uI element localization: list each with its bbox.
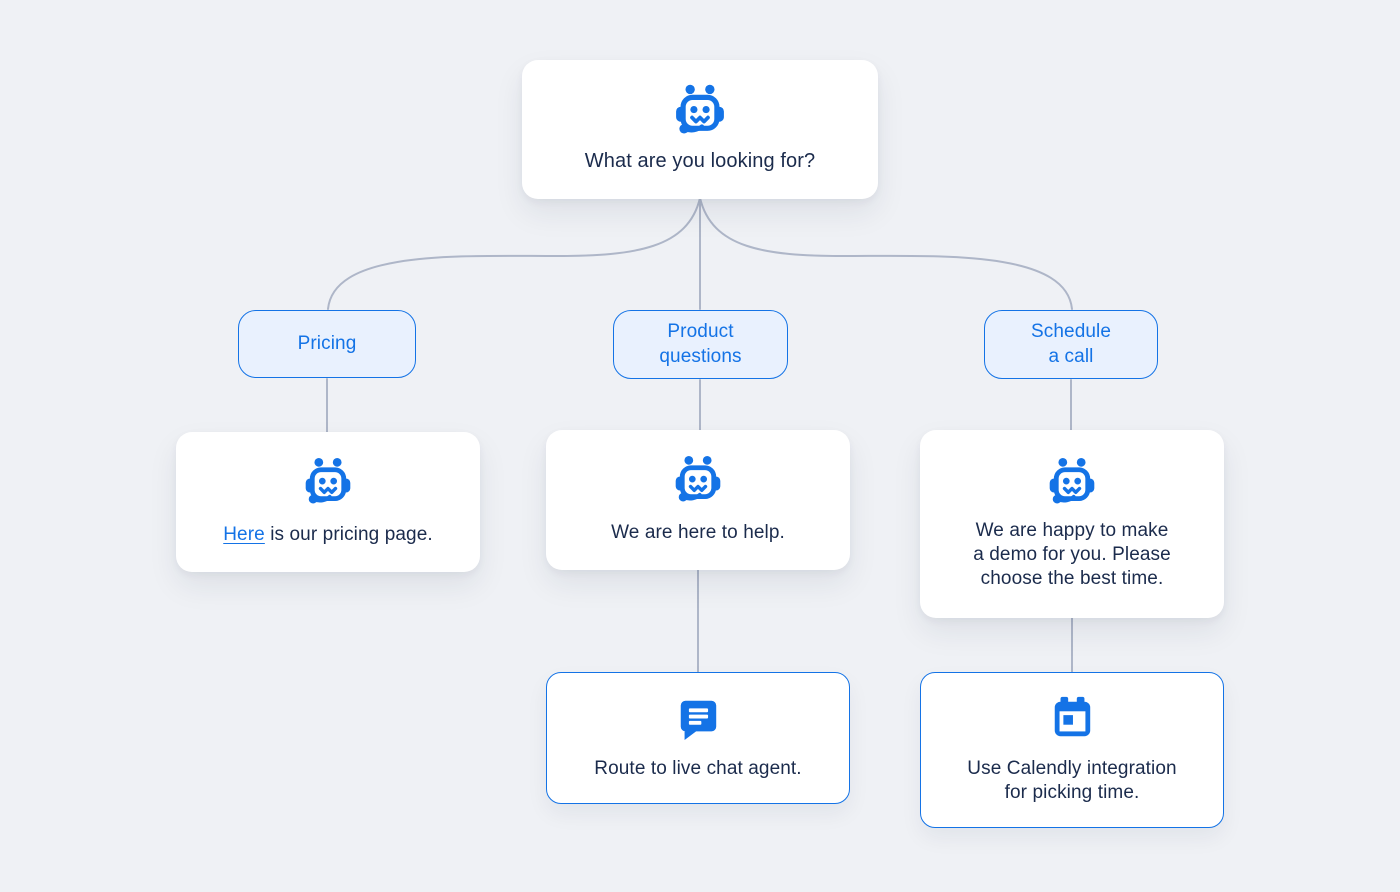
option-pill-pricing[interactable]: Pricing (238, 310, 416, 378)
response-text-schedule: We are happy to make a demo for you. Ple… (973, 519, 1171, 590)
response-card-schedule[interactable]: We are happy to make a demo for you. Ple… (920, 430, 1224, 618)
connector-root-to-pricing (327, 197, 701, 310)
response-card-product-questions[interactable]: We are here to help. (546, 430, 850, 570)
chat-icon (675, 695, 721, 741)
connector-root-to-schedule (699, 197, 1073, 310)
option-pill-product-questions[interactable]: Product questions (613, 310, 788, 379)
response-text-pricing: Here is our pricing page. (223, 523, 433, 547)
action-card-live-chat[interactable]: Route to live chat agent. (546, 672, 850, 804)
action-card-calendly[interactable]: Use Calendly integration for picking tim… (920, 672, 1224, 828)
robot-icon (670, 84, 730, 137)
robot-icon (670, 455, 726, 505)
root-question-text: What are you looking for? (584, 150, 816, 173)
response-card-pricing[interactable]: Here is our pricing page. (176, 432, 480, 572)
action-text-live-chat: Route to live chat agent. (594, 757, 802, 779)
pricing-rest-text: is our pricing page. (270, 523, 433, 545)
option-pill-schedule-a-call[interactable]: Schedule a call (984, 310, 1158, 379)
action-text-calendly: Use Calendly integration for picking tim… (967, 757, 1177, 803)
response-text-product: We are here to help. (611, 521, 785, 543)
pricing-page-link[interactable]: Here (223, 523, 265, 545)
robot-icon (1044, 457, 1100, 507)
calendar-icon (1049, 695, 1095, 741)
robot-icon (300, 457, 356, 507)
root-question-card[interactable]: What are you looking for? (522, 60, 878, 199)
